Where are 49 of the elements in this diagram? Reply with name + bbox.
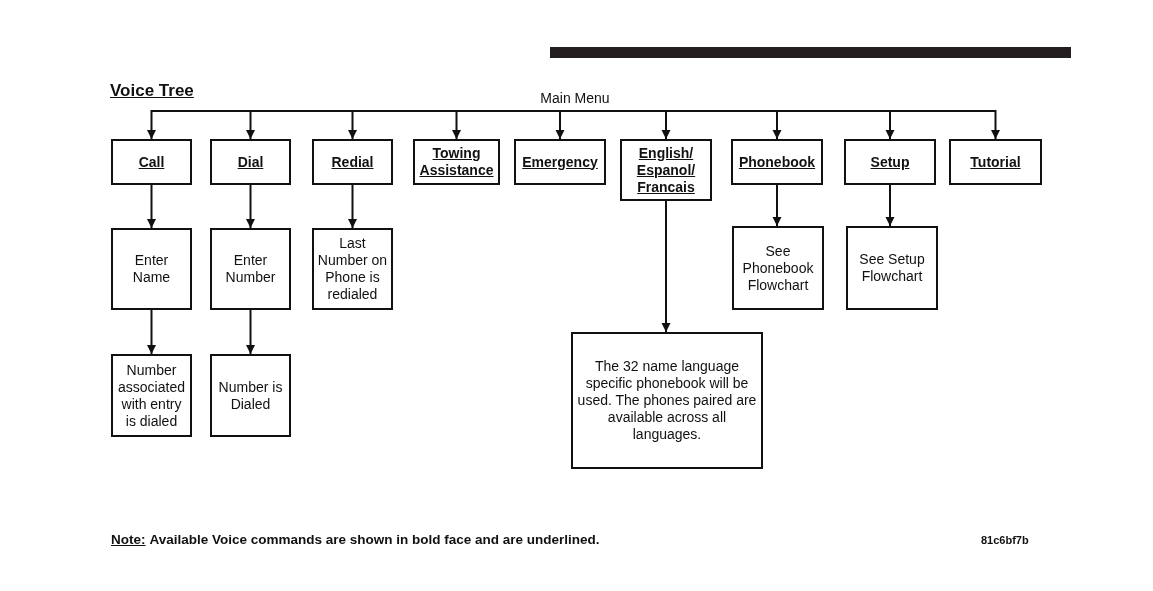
process-box (312, 228, 393, 310)
process-box (111, 228, 192, 310)
box-text: Enter Name (131, 252, 172, 286)
note-heading: Note: (111, 532, 146, 547)
arrow (246, 309, 255, 355)
command-label: Setup (869, 153, 911, 171)
command-label: Towing Assistance (418, 145, 495, 179)
note-text: Available Voice commands are shown in bold face and are underlined. (149, 532, 600, 547)
arrow (147, 309, 156, 355)
arrow (555, 109, 576, 140)
process-box (571, 332, 763, 469)
process-box (111, 354, 192, 437)
command-label: Tutorial (969, 153, 1022, 171)
command-box (620, 139, 712, 201)
command-box (514, 139, 606, 185)
command-box (210, 139, 291, 185)
command-label: English/ Espanol/ Francais (635, 144, 697, 196)
process-box (732, 226, 824, 310)
box-text: Number associated with entry is dialed (117, 361, 186, 430)
arrow (574, 109, 1000, 140)
command-box (111, 139, 192, 185)
box-text: The 32 name language specific phonebook will be used. The phones paired are available across all languages. (576, 358, 758, 443)
box-text: Last Number on Phone is redialed (316, 235, 389, 303)
command-label: Emergency (521, 153, 599, 171)
command-box (731, 139, 823, 185)
process-box (210, 354, 291, 437)
arrow (885, 184, 895, 227)
arrow (661, 200, 671, 333)
box-text: See Phonebook Flowchart (741, 242, 815, 294)
arrow (772, 184, 782, 227)
arrow (348, 184, 357, 229)
box-text: See Setup Flowchart (858, 251, 926, 285)
command-box (413, 139, 500, 185)
arrow (246, 184, 255, 229)
box-text: Number is Dialed (217, 378, 284, 413)
process-box (210, 228, 291, 310)
menu-label: Main Menu (538, 90, 612, 110)
command-label: Dial (236, 153, 265, 171)
diagram-title: Voice Tree (110, 81, 194, 101)
box-text: Enter Number (224, 252, 277, 286)
command-box (844, 139, 936, 185)
figure-code: 81c6bf7b (981, 534, 1029, 546)
command-label: Call (137, 153, 166, 171)
arrow (147, 184, 156, 229)
command-box (312, 139, 393, 185)
process-box (846, 226, 938, 310)
command-label: Phonebook (737, 153, 817, 171)
command-box (949, 139, 1042, 185)
command-label: Redial (330, 153, 375, 171)
